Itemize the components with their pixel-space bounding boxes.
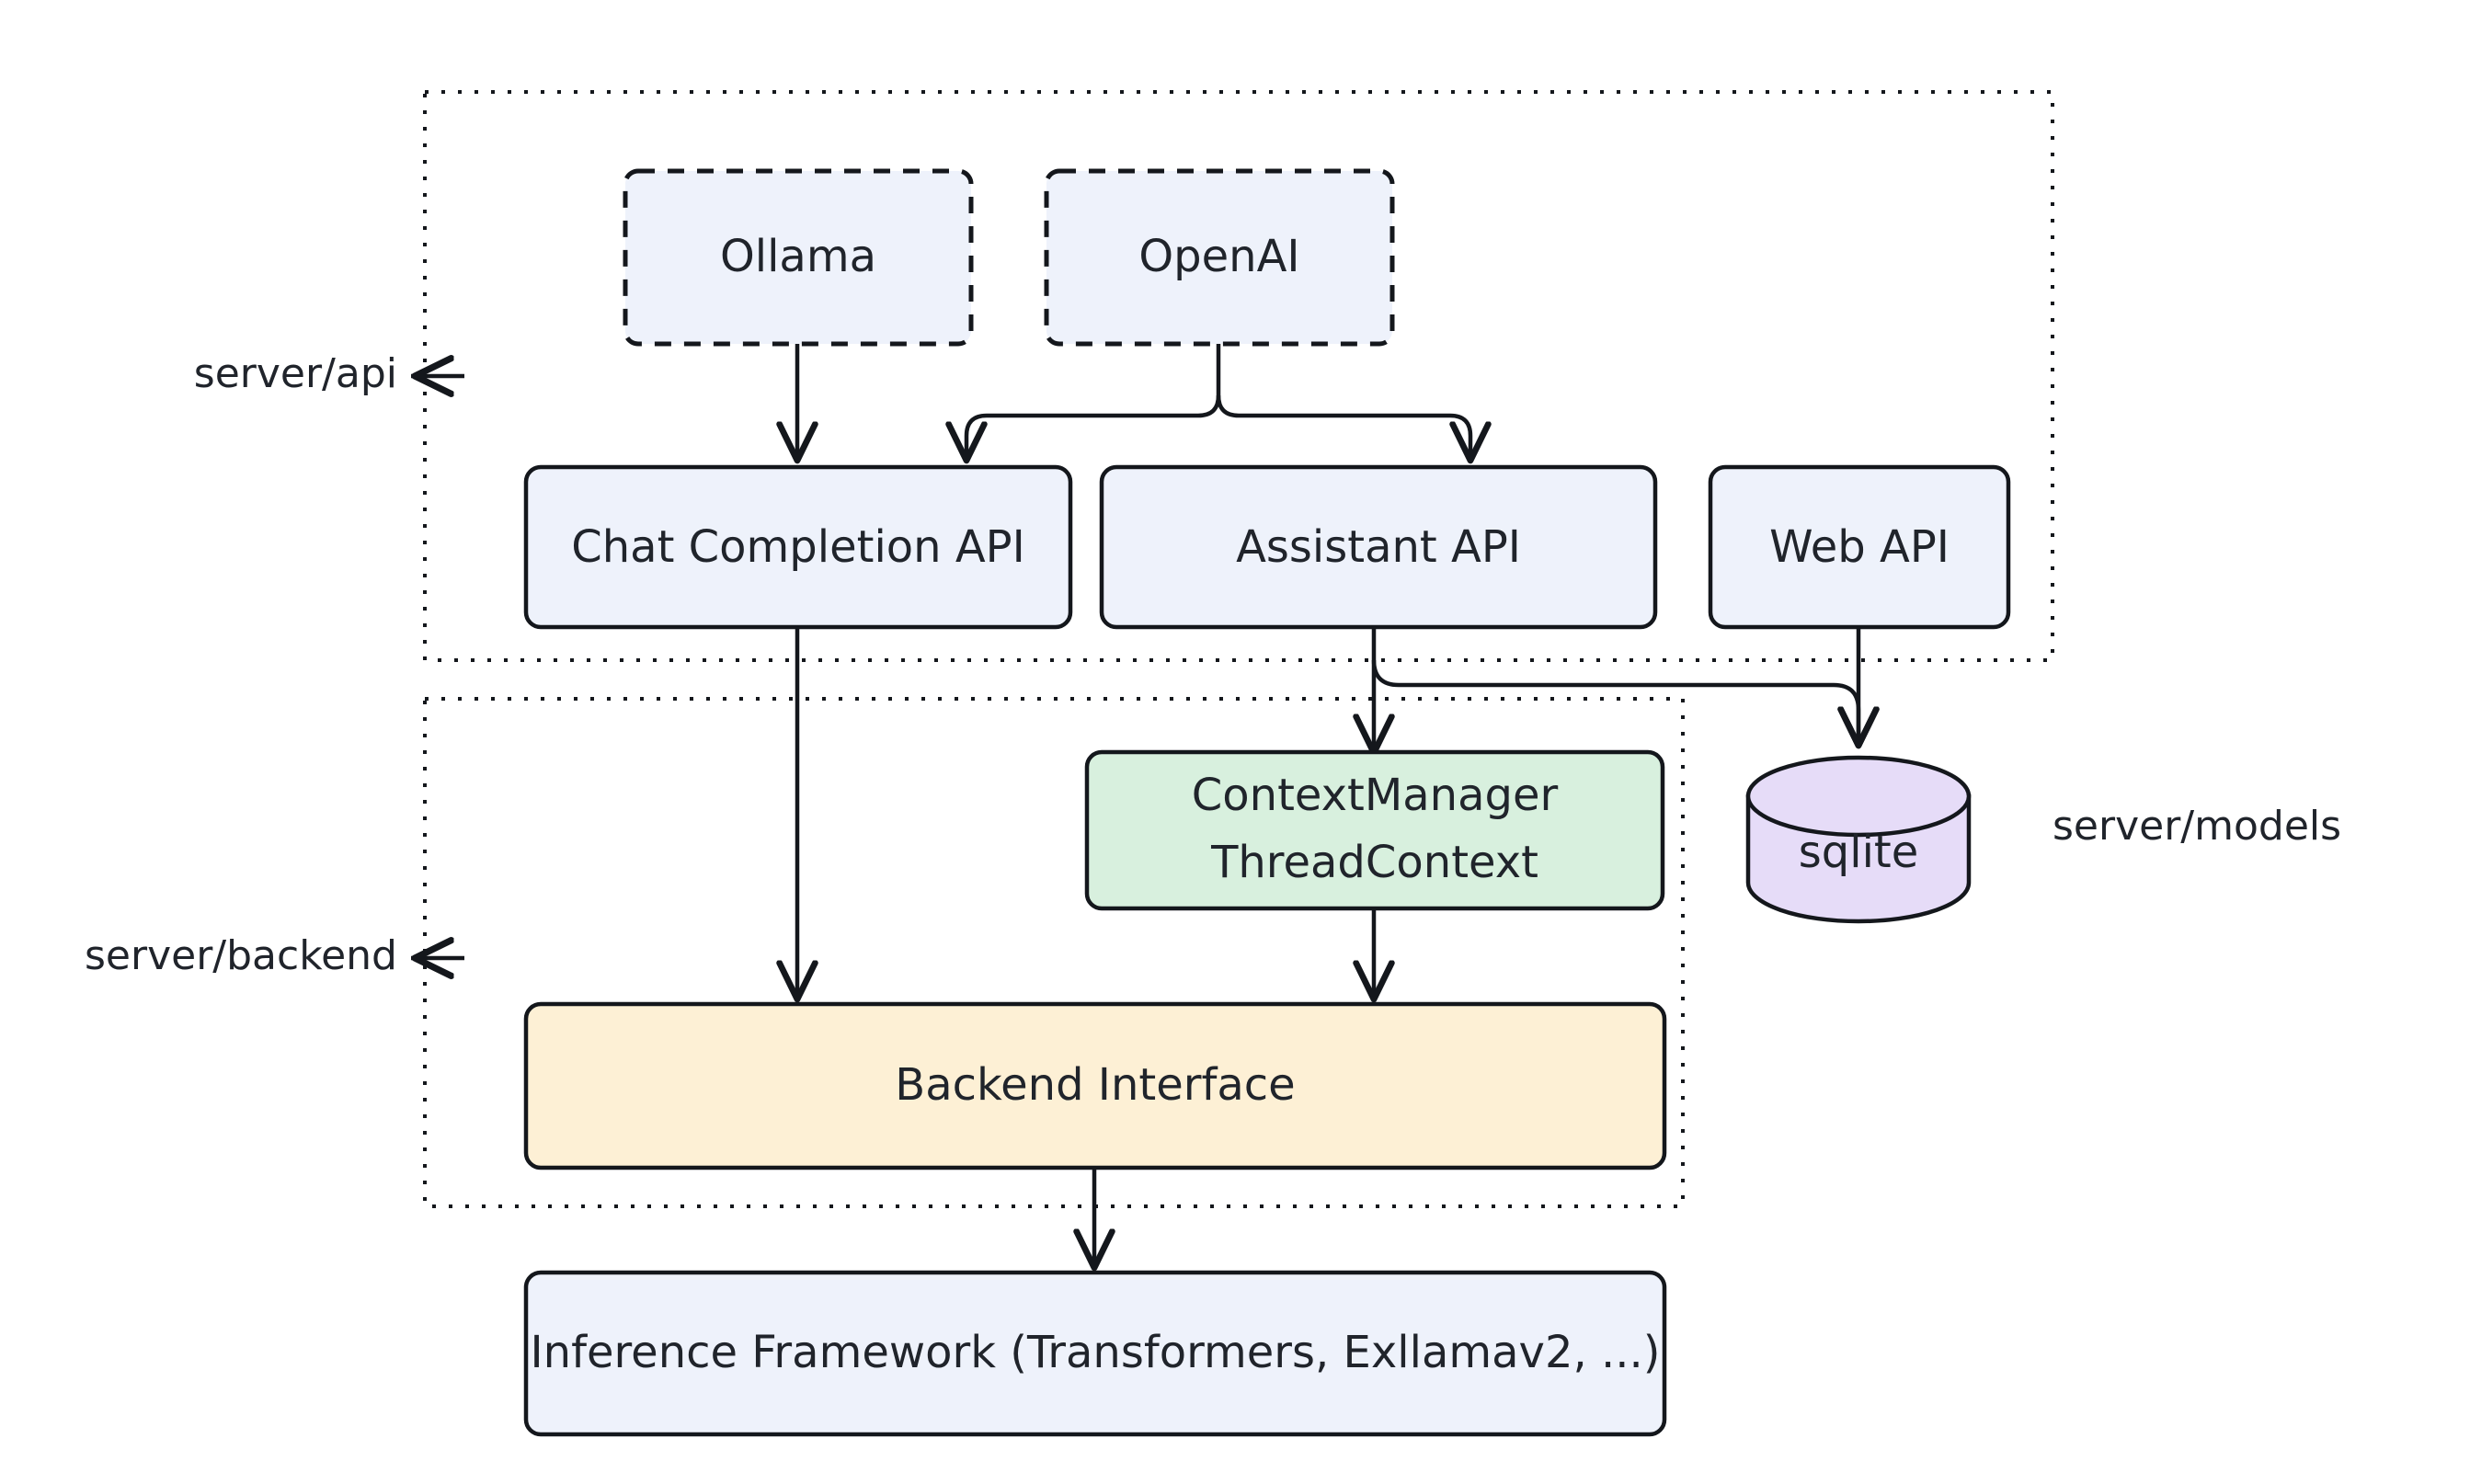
node-context-manager[interactable]: ContextManager ThreadContext — [1084, 749, 1665, 911]
node-sqlite-top[interactable] — [1745, 755, 1972, 838]
node-chat-completion-api-box[interactable] — [523, 464, 1073, 630]
node-openai-box[interactable] — [1044, 168, 1395, 347]
node-chat-completion-api-label: Chat Completion API — [571, 521, 1025, 573]
node-ollama-box[interactable] — [623, 168, 974, 347]
node-ollama[interactable]: Ollama — [623, 168, 974, 347]
edge-assistant-api-to-sqlite — [1371, 659, 1858, 745]
node-web-api[interactable]: Web API — [1708, 464, 2011, 630]
node-sqlite-label: sqlite — [1799, 827, 1919, 878]
group-label-models-text: server/models — [2053, 803, 2341, 850]
node-openai[interactable]: OpenAI — [1044, 168, 1395, 347]
node-context-manager-label-line2: ThreadContext — [1210, 837, 1538, 888]
node-sqlite[interactable]: sqlite — [1745, 755, 1972, 924]
group-label-api: server/api — [194, 350, 464, 397]
node-inference-framework-label: Inference Framework (Transformers, Exlla… — [530, 1327, 1660, 1378]
node-assistant-api-box[interactable] — [1099, 464, 1658, 630]
node-web-api-box[interactable] — [1708, 464, 2011, 630]
node-backend-interface-box[interactable] — [523, 1001, 1667, 1170]
node-web-api-label: Web API — [1769, 521, 1950, 573]
group-label-backend: server/backend — [85, 932, 464, 979]
group-label-backend-text: server/backend — [85, 932, 397, 979]
node-context-manager-box[interactable] — [1084, 749, 1665, 911]
node-ollama-label: Ollama — [720, 231, 876, 282]
group-label-models: server/models — [2053, 803, 2341, 850]
edge-openai-to-chat-completion-api — [966, 394, 1221, 460]
node-inference-framework-box[interactable] — [523, 1270, 1667, 1437]
edge-openai-to-assistant-api — [1216, 394, 1470, 460]
node-openai-label: OpenAI — [1138, 231, 1299, 282]
node-assistant-api-label: Assistant API — [1236, 521, 1521, 573]
node-assistant-api[interactable]: Assistant API — [1099, 464, 1658, 630]
node-backend-interface[interactable]: Backend Interface — [523, 1001, 1667, 1170]
node-inference-framework[interactable]: Inference Framework (Transformers, Exlla… — [523, 1270, 1667, 1437]
node-context-manager-label-line1: ContextManager — [1192, 770, 1559, 821]
node-chat-completion-api[interactable]: Chat Completion API — [523, 464, 1073, 630]
node-backend-interface-label: Backend Interface — [895, 1059, 1295, 1111]
group-label-api-text: server/api — [194, 350, 397, 397]
